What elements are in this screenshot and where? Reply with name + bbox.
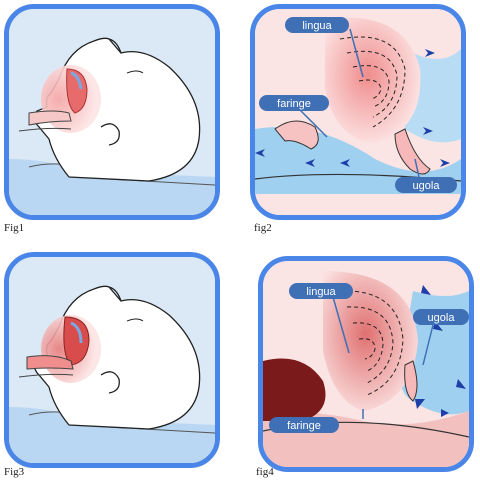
pillow (9, 159, 215, 215)
figure-1-caption: Fig1 (4, 222, 25, 234)
label-pharynx: faringe (269, 409, 364, 433)
figure-4-panel: lingua ugola faringe (258, 256, 474, 472)
svg-text:faringe: faringe (277, 98, 311, 110)
svg-text:ugola: ugola (413, 180, 441, 192)
svg-text:lingua: lingua (302, 20, 332, 32)
tongue (325, 17, 421, 145)
label-tongue: lingua (289, 283, 353, 354)
head-obstructed-airway-illustration (9, 257, 215, 463)
label-pharynx: faringe (259, 95, 329, 138)
svg-text:lingua: lingua (306, 286, 336, 298)
uvula (404, 360, 418, 402)
figure-2-panel: lingua faringe ugola (250, 4, 466, 220)
tongue (323, 271, 418, 411)
airflow-arrows (255, 49, 450, 167)
figure-3-caption: Fig3 (4, 466, 25, 478)
label-uvula: ugola (395, 158, 457, 193)
tongue (63, 316, 90, 366)
pillow (9, 407, 215, 463)
ear (100, 123, 120, 146)
pharynx (274, 120, 319, 150)
svg-text:ugola: ugola (428, 312, 456, 324)
figure-3-panel (4, 252, 220, 468)
label-tongue: lingua (285, 17, 364, 78)
throat-tissue (263, 358, 326, 421)
svg-text:faringe: faringe (287, 420, 321, 432)
ear (100, 371, 120, 394)
figure-4-caption: fig4 (256, 466, 274, 478)
tongue (66, 68, 88, 114)
head-open-airway-illustration (9, 9, 215, 215)
airway-open-closeup: lingua faringe ugola (255, 9, 461, 215)
label-uvula: ugola (413, 309, 469, 366)
figure-1-panel (4, 4, 220, 220)
airway-obstructed-closeup: lingua ugola faringe (263, 261, 469, 467)
uvula (394, 128, 431, 175)
figure-2-caption: fig2 (254, 222, 272, 234)
airflow-arrows (415, 285, 466, 417)
